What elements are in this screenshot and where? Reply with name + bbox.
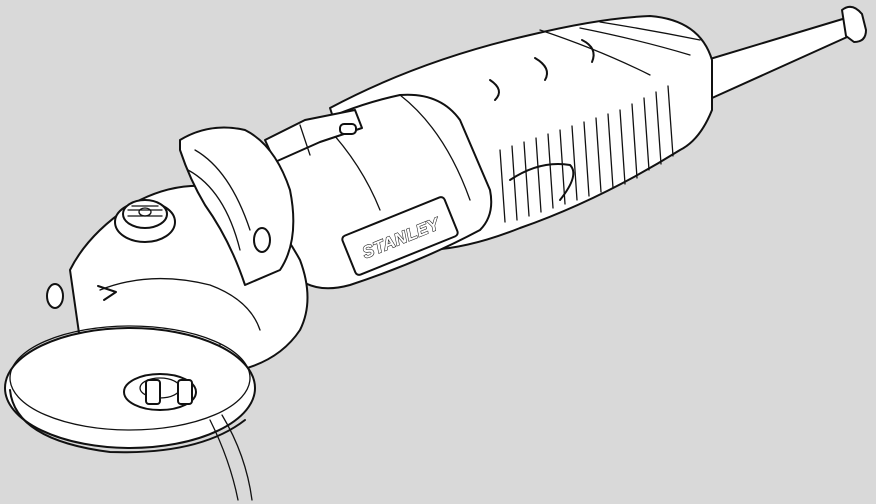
spindle-lock-button — [114, 199, 176, 243]
grip-vents — [489, 39, 674, 223]
logo-badge — [341, 196, 459, 276]
power-cord — [699, 5, 867, 99]
side-handle-mount — [46, 227, 271, 309]
wheel-flange — [123, 373, 197, 411]
wheel-guard — [4, 325, 256, 501]
